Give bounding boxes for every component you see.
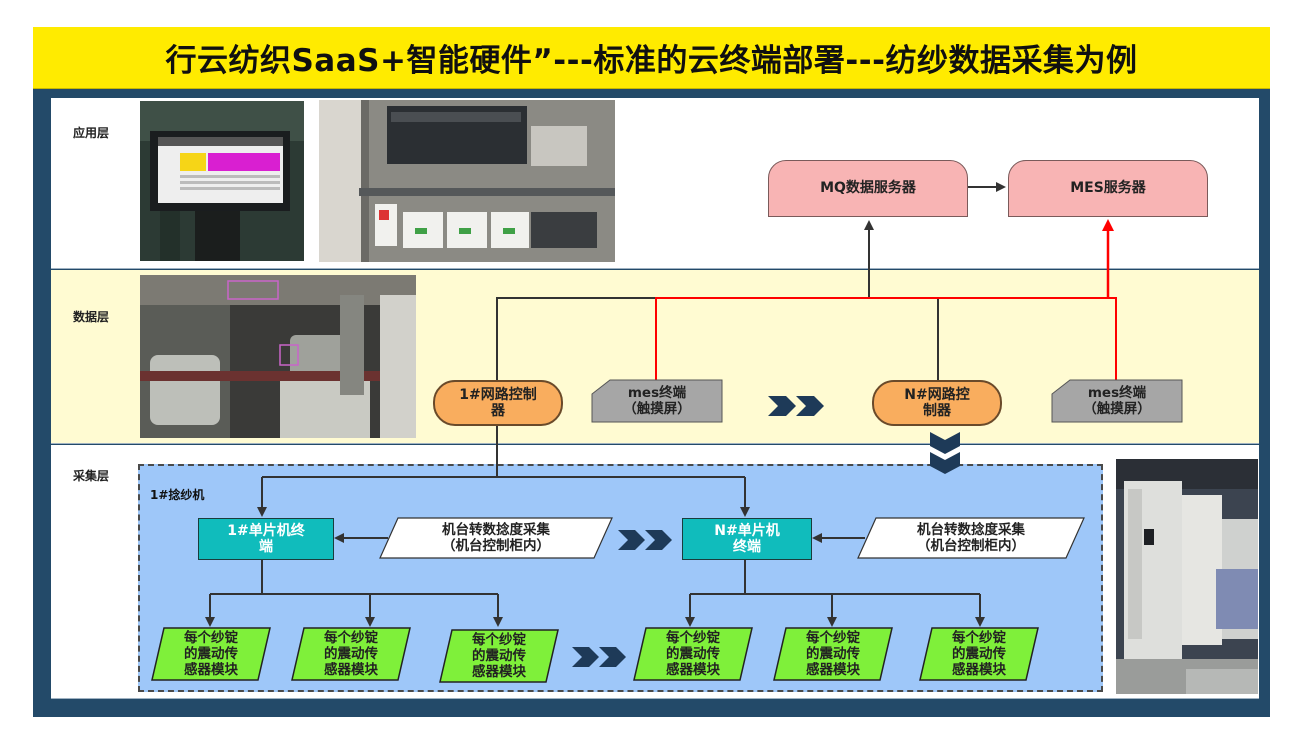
- spindle-vibration-sensor: 每个纱锭的震动传感器模块: [291, 627, 411, 681]
- spindle-vibration-sensor: 每个纱锭的震动传感器模块: [151, 627, 271, 681]
- spinning-spindle-photo: [140, 275, 416, 438]
- rotation-twist-collector-2: 机台转数捻度采集（机台控制柜内）: [857, 517, 1085, 559]
- spindle-vibration-sensor: 每个纱锭的震动传感器模块: [773, 627, 893, 681]
- mq-data-server: MQ数据服务器: [768, 160, 968, 217]
- machine-label: 1#捻纱机: [150, 488, 205, 502]
- spinning-frame-photo: [1116, 459, 1258, 694]
- continuation-chevron-icon: [768, 396, 826, 416]
- network-router-n: N#网路控 制器: [872, 380, 1002, 426]
- touchscreen-terminal-photo: [140, 101, 304, 261]
- spindle-vibration-sensor: 每个纱锭的震动传感器模块: [919, 627, 1039, 681]
- application-layer-label: 应用层: [73, 126, 110, 140]
- spindle-vibration-sensor: 每个纱锭的震动传感器模块: [633, 627, 753, 681]
- single-chip-terminal-1: 1#单片机终端: [198, 518, 334, 560]
- continuation-chevron-icon: [618, 530, 674, 550]
- mes-terminal-2: mes终端（触摸屏）: [1051, 379, 1183, 423]
- mes-server: MES服务器: [1008, 160, 1208, 217]
- down-chevron-icon: [930, 432, 960, 474]
- spindle-vibration-sensor: 每个纱锭的震动传感器模块: [439, 629, 559, 683]
- control-cabinet-photo: [319, 100, 615, 262]
- continuation-chevron-icon: [572, 647, 628, 667]
- data-layer-label: 数据层: [73, 310, 110, 324]
- page-title: 行云纺织SaaS+智能硬件”---标准的云终端部署---纺纱数据采集为例: [33, 27, 1270, 90]
- collection-layer-label: 采集层: [73, 469, 110, 483]
- network-router-1: 1#网路控制 器: [433, 380, 563, 426]
- single-chip-terminal-n: N#单片机终端: [682, 518, 812, 560]
- rotation-twist-collector-1: 机台转数捻度采集（机台控制柜内）: [379, 517, 613, 559]
- mes-terminal-1: mes终端（触摸屏）: [591, 379, 723, 423]
